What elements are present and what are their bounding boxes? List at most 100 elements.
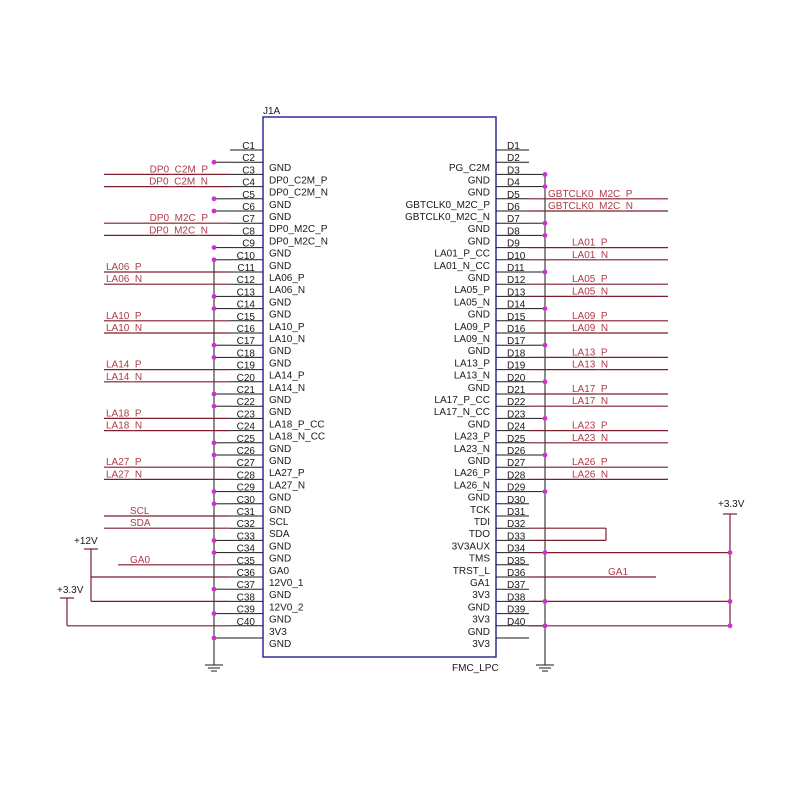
net-label: LA23_N [572, 433, 608, 444]
net-label: LA18_N [106, 421, 142, 432]
junction-dot [211, 391, 217, 397]
junction-dots [211, 159, 733, 641]
pin-number: D25 [507, 434, 526, 445]
junction-dot [542, 184, 548, 190]
pin-name: TMS [469, 554, 490, 565]
junction-dot [542, 379, 548, 385]
pin-name: LA23_N [454, 444, 490, 455]
net-label: GBTCLK0_M2C_P [548, 189, 633, 200]
pin-name: LA06_P [269, 273, 305, 284]
pin-name: LA14_P [269, 371, 305, 382]
pin-number: C18 [237, 348, 256, 359]
pin-number: D24 [507, 422, 526, 433]
junction-dot [542, 550, 548, 555]
pin-number: D15 [507, 312, 526, 323]
junction-dot [542, 599, 548, 604]
pin-number: D22 [507, 397, 526, 408]
pin-number: C12 [237, 275, 256, 286]
junction-dot [211, 403, 217, 409]
pin-name: GND [269, 395, 291, 406]
junction-dot [542, 489, 548, 494]
pin-name: GND [468, 419, 490, 430]
net-label: LA27_N [106, 469, 142, 480]
pin-name: LA17_N_CC [434, 407, 490, 418]
pin-number: C15 [237, 312, 256, 323]
junction-dot [211, 245, 217, 251]
pin-name: TDI [474, 517, 490, 528]
net-label: GA1 [608, 567, 628, 578]
pin-number: D27 [507, 458, 526, 469]
pin-number: C17 [237, 336, 256, 347]
component-designator: J1A [263, 106, 281, 117]
pin-number: C13 [237, 287, 256, 298]
power-label-3v3-right: +3.3V [718, 499, 745, 510]
pin-name: LA01_P_CC [434, 249, 490, 260]
junction-dot [542, 172, 548, 177]
net-label: LA05_P [572, 274, 608, 285]
net-label: SDA [130, 518, 151, 529]
junction-dot [211, 538, 217, 543]
pin-name: DP0_M2C_P [269, 224, 328, 235]
right-net-labels: GBTCLK0_M2C_PGBTCLK0_M2C_NLA01_PLA01_NLA… [548, 189, 633, 578]
pin-name: GND [468, 493, 490, 504]
pin-number: C5 [242, 190, 255, 201]
junction-dot [211, 208, 217, 214]
pin-name: LA13_N [454, 371, 490, 382]
junction-dot [211, 294, 217, 299]
pin-name: TRST_L [453, 566, 491, 577]
pin-name: LA18_P_CC [269, 419, 325, 430]
pin-name: GND [468, 383, 490, 394]
junction-dot [211, 550, 217, 555]
pin-number: D3 [507, 165, 520, 176]
junction-dot [542, 342, 548, 348]
pin-number: C29 [237, 483, 256, 494]
pin-name: GND [468, 188, 490, 199]
pin-number: C16 [237, 324, 256, 335]
wires-layer [104, 161, 668, 665]
pin-name: GND [269, 541, 291, 552]
pin-number: D23 [507, 409, 526, 420]
left-pin-column: C1C2GNDC3DP0_C2M_PC4DP0_C2M_NC5GNDC6GNDC… [230, 141, 328, 650]
pin-number: C8 [242, 226, 255, 237]
pin-number: D19 [507, 361, 526, 372]
pin-number: D18 [507, 348, 526, 359]
component-part-name: FMC_LPC [452, 663, 499, 674]
pin-name: GND [269, 615, 291, 626]
net-label: DP0_C2M_P [150, 164, 209, 175]
pin-number: C23 [237, 409, 256, 420]
pin-name: GND [269, 493, 291, 504]
pin-name: GBTCLK0_M2C_N [405, 212, 490, 223]
pin-number: C30 [237, 495, 256, 506]
junction-dot [542, 306, 548, 311]
pin-number: D31 [507, 507, 526, 518]
pin-name: LA09_P [454, 322, 490, 333]
pin-number: D40 [507, 617, 526, 628]
pin-name: PG_C2M [449, 163, 490, 174]
pin-number: C3 [242, 165, 255, 176]
pin-number: C24 [237, 422, 256, 433]
pin-name: GND [269, 200, 291, 211]
pin-name: 12V0_1 [269, 578, 304, 589]
pin-name: LA26_P [454, 468, 490, 479]
pin-name: LA17_P_CC [434, 395, 490, 406]
junction-dot [211, 489, 217, 494]
net-label: DP0_C2M_N [149, 177, 208, 188]
pin-number: C40 [237, 617, 256, 628]
pin-name: LA14_N [269, 383, 305, 394]
junction-dot [211, 501, 217, 507]
pin-name: GND [269, 407, 291, 418]
pin-number: C35 [237, 556, 256, 567]
pin-number: D26 [507, 446, 526, 457]
pin-number: C21 [237, 385, 256, 396]
pin-number: D17 [507, 336, 526, 347]
junction-dot [211, 159, 217, 165]
pin-number: D6 [507, 202, 520, 213]
junction-dot [211, 196, 217, 202]
pin-name: SDA [269, 529, 290, 540]
net-label: LA26_N [572, 469, 608, 480]
pin-number: C6 [242, 202, 255, 213]
power-rails: +12V +3.3V +3.3V [57, 499, 745, 627]
pin-number: D38 [507, 592, 526, 603]
